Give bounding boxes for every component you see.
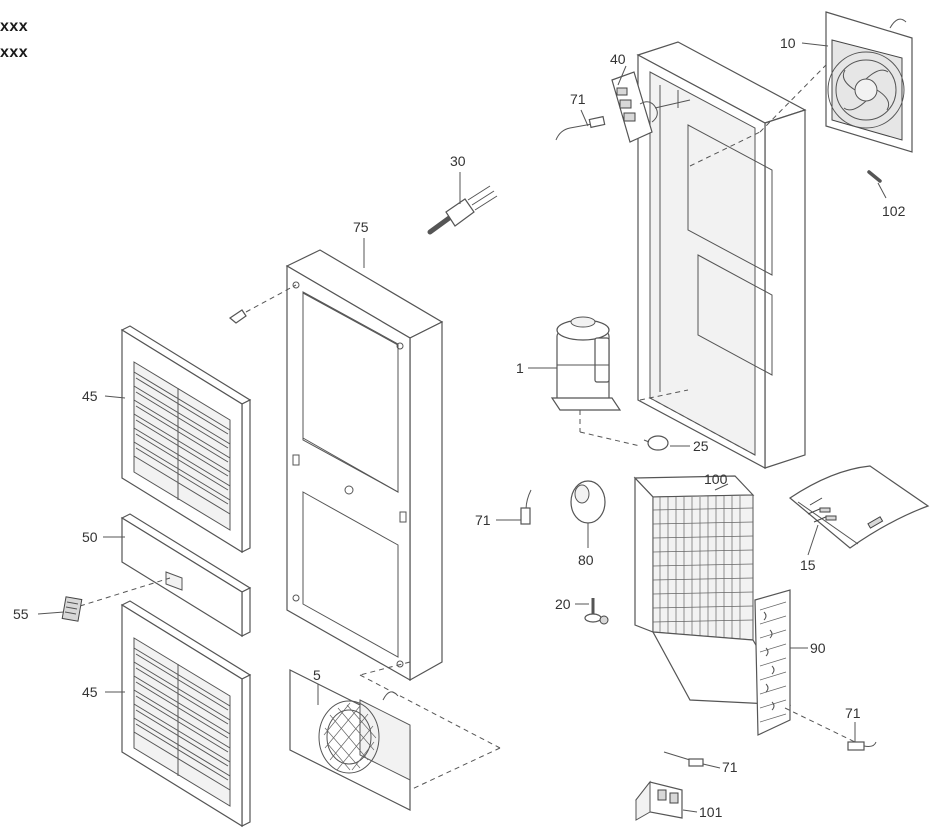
- part-75-front-frame: [285, 249, 444, 682]
- rear-housing: [636, 41, 807, 470]
- callout-71-mid: 71: [475, 512, 491, 528]
- callout-labels: 10 40 71 30 102 75 1 45 25 100 71 80 15 …: [13, 35, 906, 820]
- part-101-bracket: [635, 780, 683, 821]
- part-71-sensor-mid: [520, 489, 532, 525]
- callout-40: 40: [610, 51, 626, 67]
- header-line-2: xxx: [0, 44, 29, 61]
- part-40-circuit-board: [611, 71, 658, 143]
- callout-75: 75: [353, 219, 369, 235]
- part-30-valve: [427, 185, 498, 235]
- callout-5: 5: [313, 667, 321, 683]
- callout-30: 30: [450, 153, 466, 169]
- callout-71-bottom: 71: [722, 759, 738, 775]
- frame-screw: [228, 284, 297, 324]
- part-71-sensor-bottom-right: [847, 741, 877, 751]
- part-90-evaporator-coil: [754, 589, 856, 743]
- callout-50: 50: [82, 529, 98, 545]
- part-45-top-grille: [120, 325, 252, 554]
- leader-lines: [37, 42, 887, 813]
- callout-90: 90: [810, 640, 826, 656]
- bottom-grille-slats: [133, 647, 231, 791]
- coil-fins: [652, 496, 754, 639]
- callout-1: 1: [516, 360, 524, 376]
- part-71-sensor-top: [555, 115, 606, 141]
- header-line-1: xxx: [0, 18, 29, 35]
- callout-20: 20: [555, 596, 571, 612]
- part-10-fan: [825, 11, 913, 153]
- part-55-connector: [61, 596, 83, 622]
- callout-100: 100: [704, 471, 728, 487]
- callout-25: 25: [693, 438, 709, 454]
- part-20-valve-pin: [584, 598, 609, 625]
- part-25-dryer: [643, 435, 669, 451]
- callout-15: 15: [800, 557, 816, 573]
- part-102-screw: [867, 170, 882, 183]
- callout-80: 80: [578, 552, 594, 568]
- part-45-bottom-grille: [120, 600, 252, 828]
- callout-45-top: 45: [82, 388, 98, 404]
- callout-71-right: 71: [845, 705, 861, 721]
- part-1-compressor: [550, 316, 622, 411]
- callout-71-top: 71: [570, 91, 586, 107]
- top-grille-slats: [133, 371, 231, 515]
- part-15-accessory-bag: [788, 465, 930, 549]
- part-80-capacitor: [570, 480, 606, 524]
- callout-45-bottom: 45: [82, 684, 98, 700]
- callout-102: 102: [882, 203, 906, 219]
- part-71-sensor-bottom: [663, 751, 704, 767]
- part-50-cover-plate: [79, 513, 252, 638]
- callout-101: 101: [699, 804, 723, 820]
- callout-55: 55: [13, 606, 29, 622]
- part-5-fan: [289, 669, 411, 811]
- callout-10: 10: [780, 35, 796, 51]
